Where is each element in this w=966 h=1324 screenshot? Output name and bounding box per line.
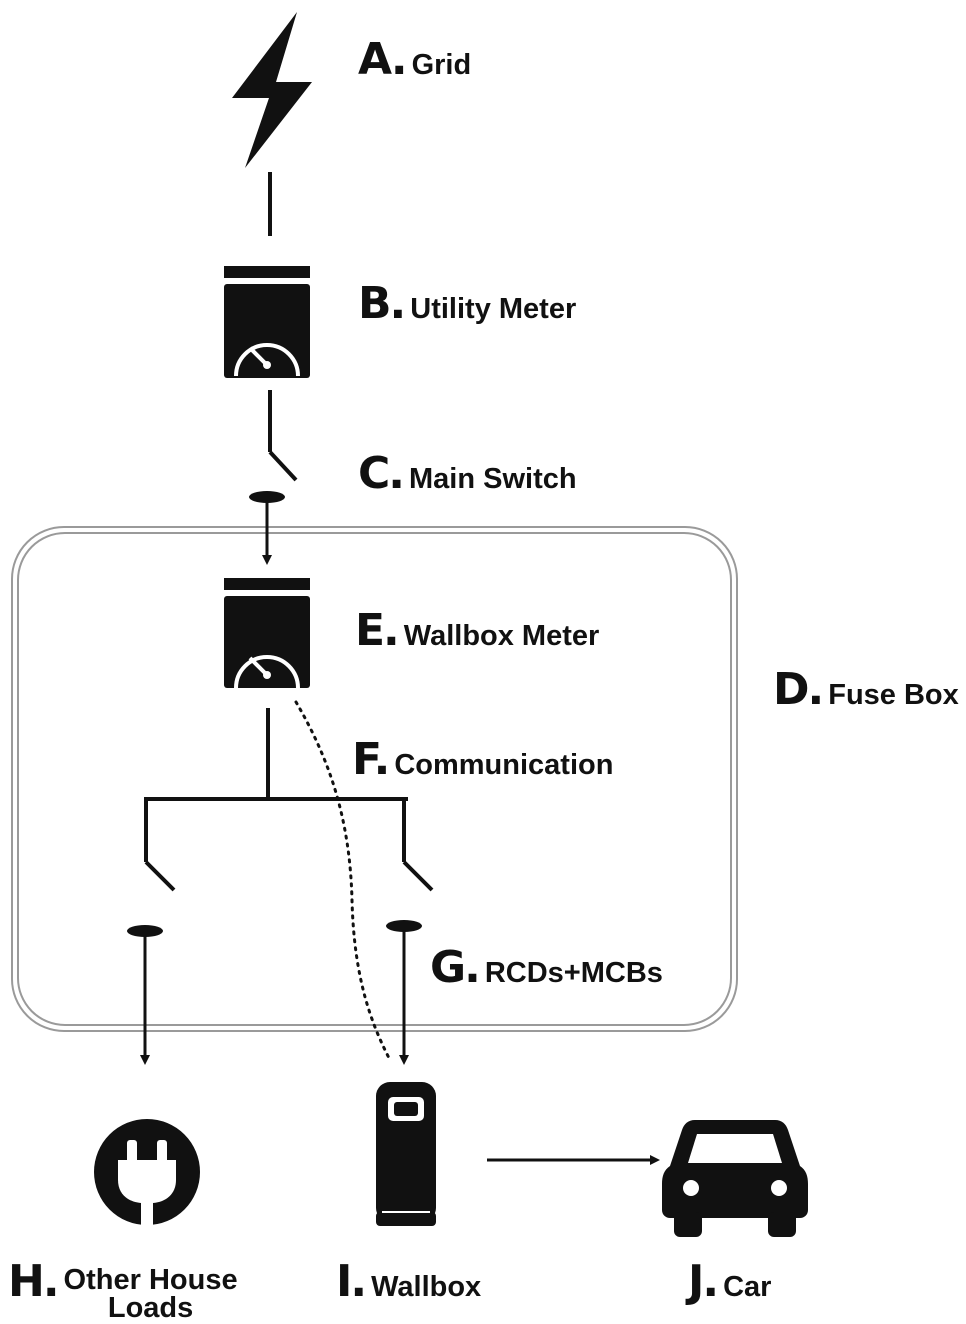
- label-rcds-mcbs-text: RCDs+MCBs: [484, 957, 663, 989]
- label-car: J.Car: [688, 1260, 771, 1304]
- communication-link: [294, 700, 392, 1062]
- utility-meter-icon: [224, 266, 310, 378]
- label-fuse-box-text: Fuse Box: [828, 679, 959, 711]
- label-car-letter: J.: [688, 1256, 719, 1307]
- label-other-house-loads-letter: H.: [8, 1256, 60, 1307]
- label-main-switch-letter: C.: [358, 448, 405, 499]
- label-utility-meter-letter: B.: [358, 278, 406, 329]
- label-fuse-box-letter: D.: [773, 664, 824, 715]
- breaker-icon-wallbox: [386, 860, 434, 1065]
- lightning-bolt-icon: [232, 12, 312, 168]
- label-other-house-loads-line-2: Loads: [107, 1292, 194, 1324]
- label-communication-text: Communication: [394, 749, 614, 781]
- label-utility-meter-text: Utility Meter: [410, 293, 577, 325]
- label-grid-text: Grid: [411, 49, 472, 81]
- label-main-switch-text: Main Switch: [409, 463, 577, 495]
- label-main-switch: C.Main Switch: [358, 452, 577, 496]
- breaker-icon-house: [127, 860, 176, 1065]
- label-communication-letter: F.: [352, 734, 390, 785]
- distribution-bus: [144, 708, 408, 862]
- label-wallbox: I.Wallbox: [336, 1260, 481, 1304]
- label-rcds-mcbs: G.RCDs+MCBs: [430, 946, 663, 990]
- wallbox-icon: [376, 1082, 436, 1226]
- label-wallbox-meter-letter: E.: [355, 605, 400, 656]
- label-utility-meter: B.Utility Meter: [358, 282, 576, 326]
- label-grid: A.Grid: [358, 38, 471, 82]
- main-switch-icon: [249, 390, 298, 565]
- car-icon: [662, 1120, 808, 1237]
- label-communication: F.Communication: [352, 738, 613, 782]
- plug-icon: [94, 1119, 200, 1228]
- label-fuse-box: D.Fuse Box: [773, 668, 959, 712]
- label-wallbox-meter: E.Wallbox Meter: [355, 609, 599, 653]
- label-other-house-loads-line-1: Other House: [63, 1264, 238, 1296]
- label-wallbox-letter: I.: [336, 1256, 367, 1307]
- label-car-text: Car: [723, 1271, 772, 1303]
- wallbox-meter-icon: [224, 578, 310, 689]
- label-wallbox-meter-text: Wallbox Meter: [403, 620, 600, 652]
- label-wallbox-text: Wallbox: [371, 1271, 482, 1303]
- label-grid-letter: A.: [358, 34, 408, 85]
- label-rcds-mcbs-letter: G.: [430, 942, 481, 993]
